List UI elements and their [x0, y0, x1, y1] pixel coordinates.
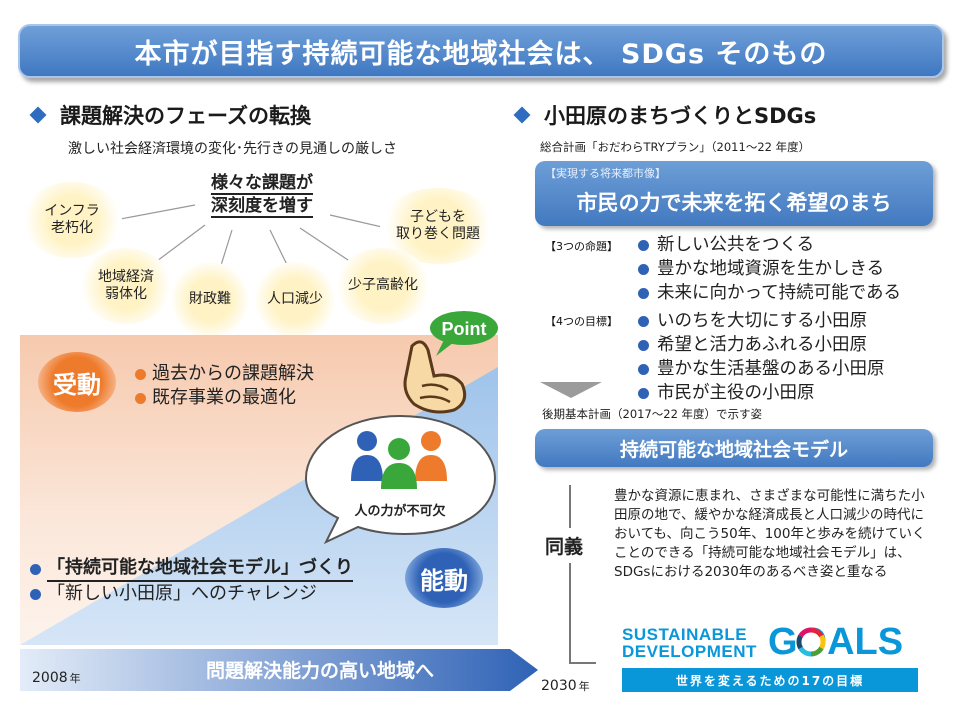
bullet-dot-icon — [135, 368, 146, 380]
issue-infra-line2: 老朽化 — [51, 220, 93, 236]
issue-population: 人口減少 — [255, 262, 335, 338]
issue-economy: 地域経済弱体化 — [80, 248, 172, 324]
left-heading-text: 課題解決のフェーズの転換 — [60, 104, 311, 128]
goal-text: 豊かな生活基盤のある小田原 — [657, 359, 885, 379]
issue-economy-line1: 地域経済 — [98, 268, 154, 285]
passive-item: 過去からの課題解決 — [135, 362, 314, 386]
people-icon — [351, 431, 447, 489]
bullet-dot-icon — [638, 263, 649, 275]
pointing-hand-icon: Point — [403, 311, 498, 414]
missions-tag: 【3つの命題】 — [545, 240, 618, 253]
hub-line-1: 様々な課題が — [211, 173, 313, 195]
right-heading-text: 小田原のまちづくりとSDGs — [544, 104, 817, 128]
synonym-label: 同義 — [545, 528, 584, 563]
issue-children-line1: 子どもを — [410, 208, 466, 225]
passive-item: 既存事業の最適化 — [135, 386, 314, 410]
mission-text: 豊かな地域資源を生かしきる — [657, 259, 885, 279]
mission-item: 新しい公共をつくる — [638, 233, 901, 257]
issue-aging: 少子高齢化 — [335, 248, 431, 324]
issue-aging-label: 少子高齢化 — [348, 277, 418, 294]
vision-text: 市民の力で未来を拓く希望のまち — [576, 191, 892, 215]
issue-infra-line1: インフラ — [44, 202, 100, 219]
passive-list: 過去からの課題解決 既存事業の最適化 — [135, 362, 314, 411]
model-description: 豊かな資源に恵まれ、さまざまな可能性に満ちた小田原の地で、緩やかな経済成長と人口… — [614, 488, 926, 580]
bullet-dot-icon — [638, 363, 649, 375]
synonym-bracket — [569, 485, 596, 664]
passive-badge: 受動 — [38, 352, 116, 412]
goal-item: いのちを大切にする小田原 — [638, 309, 885, 333]
mission-item: 豊かな地域資源を生かしきる — [638, 257, 901, 281]
sdg-logo-goals: GOALS — [768, 621, 904, 663]
sdg-tagline: 世界を変えるための17の目標 — [622, 668, 918, 692]
active-item: 「新しい小田原」へのチャレンジ — [30, 582, 353, 606]
plan-note: 総合計画「おだわらTRYプラン」（2011～22 年度） — [540, 140, 811, 154]
timeline-arrow — [20, 649, 538, 691]
model-box: 持続可能な地域社会モデル — [535, 429, 933, 467]
active-label: 能動 — [420, 566, 468, 595]
issues-hub: 様々な課題が 深刻度を増す — [192, 172, 332, 218]
issue-children-line2: 取り巻く問題 — [396, 226, 480, 242]
bullet-dot-icon — [30, 563, 41, 575]
sdg-logo-line1: SUSTAINABLE — [622, 625, 748, 644]
title-banner: 本市が目指す持続可能な地域社会は、 SDGs そのもの — [18, 24, 944, 78]
bullet-dot-icon — [638, 387, 649, 399]
right-heading: 小田原のまちづくりとSDGs — [512, 100, 816, 130]
mission-text: 未来に向かって持続可能である — [657, 283, 901, 303]
passive-label: 受動 — [53, 370, 101, 399]
left-subtitle: 激しい社会経済環境の変化･先行きの見通しの厳しさ — [68, 141, 397, 157]
year-start-value: 2008 — [32, 670, 68, 686]
timeline-text: 問題解決能力の高い地域へ — [205, 660, 434, 682]
year-unit: 年 — [578, 680, 590, 693]
active-item-text: 「新しい小田原」へのチャレンジ — [47, 583, 317, 605]
people-caption: 人の力が不可欠 — [354, 504, 446, 519]
left-heading: 課題解決のフェーズの転換 — [28, 100, 311, 130]
later-plan-note: 後期基本計画（2017～22 年度）で示す姿 — [542, 407, 763, 421]
active-item: 「持続可能な地域社会モデル」づくり — [30, 556, 353, 583]
mission-item: 未来に向かって持続可能である — [638, 281, 901, 305]
bullet-dot-icon — [30, 588, 41, 600]
year-end-value: 2030 — [541, 678, 577, 694]
goals-tag: 【4つの目標】 — [545, 315, 618, 328]
hub-line-2: 深刻度を増す — [211, 195, 313, 218]
goal-text: いのちを大切にする小田原 — [657, 311, 868, 331]
bullet-dot-icon — [135, 392, 146, 404]
point-label: Point — [442, 319, 487, 339]
issue-population-label: 人口減少 — [267, 291, 323, 308]
bullet-dot-icon — [638, 315, 649, 327]
bullet-dot-icon — [638, 287, 649, 299]
active-badge: 能動 — [405, 548, 483, 608]
issue-finance-label: 財政難 — [189, 291, 231, 308]
active-list: 「持続可能な地域社会モデル」づくり 「新しい小田原」へのチャレンジ — [30, 556, 353, 607]
issue-infra: インフラ老朽化 — [22, 182, 122, 258]
year-unit: 年 — [69, 672, 81, 685]
sdg-wheel-icon — [796, 627, 826, 657]
goal-item: 市民が主役の小田原 — [638, 381, 885, 405]
active-item-text: 「持続可能な地域社会モデル」づくり — [47, 556, 353, 583]
diamond-icon — [513, 106, 531, 124]
model-text: 持続可能な地域社会モデル — [619, 438, 848, 461]
sdg-logo-line2: DEVELOPMENT — [622, 642, 757, 661]
goal-item: 豊かな生活基盤のある小田原 — [638, 357, 885, 381]
goals-list: いのちを大切にする小田原 希望と活力あふれる小田原 豊かな生活基盤のある小田原 … — [638, 309, 885, 405]
sdg-logo: SUSTAINABLE DEVELOPMENT GOALS 世界を変えるための1… — [622, 621, 918, 694]
goal-text: 希望と活力あふれる小田原 — [657, 335, 867, 355]
vision-box: 【実現する将来都市像】 市民の力で未来を拓く希望のまち — [535, 161, 933, 226]
page-title: 本市が目指す持続可能な地域社会は、 SDGs そのもの — [134, 38, 828, 70]
passive-item-text: 既存事業の最適化 — [152, 387, 296, 409]
passive-item-text: 過去からの課題解決 — [152, 363, 314, 384]
goal-text: 市民が主役の小田原 — [657, 383, 815, 403]
missions-list: 新しい公共をつくる 豊かな地域資源を生かしきる 未来に向かって持続可能である — [638, 233, 901, 305]
goal-item: 希望と活力あふれる小田原 — [638, 333, 885, 357]
down-arrow-icon — [540, 382, 602, 398]
issue-finance: 財政難 — [172, 262, 248, 338]
issue-economy-line2: 弱体化 — [105, 286, 147, 302]
vision-tag: 【実現する将来都市像】 — [545, 167, 666, 180]
mission-text: 新しい公共をつくる — [657, 235, 815, 255]
bullet-dot-icon — [638, 339, 649, 351]
bullet-dot-icon — [638, 239, 649, 251]
